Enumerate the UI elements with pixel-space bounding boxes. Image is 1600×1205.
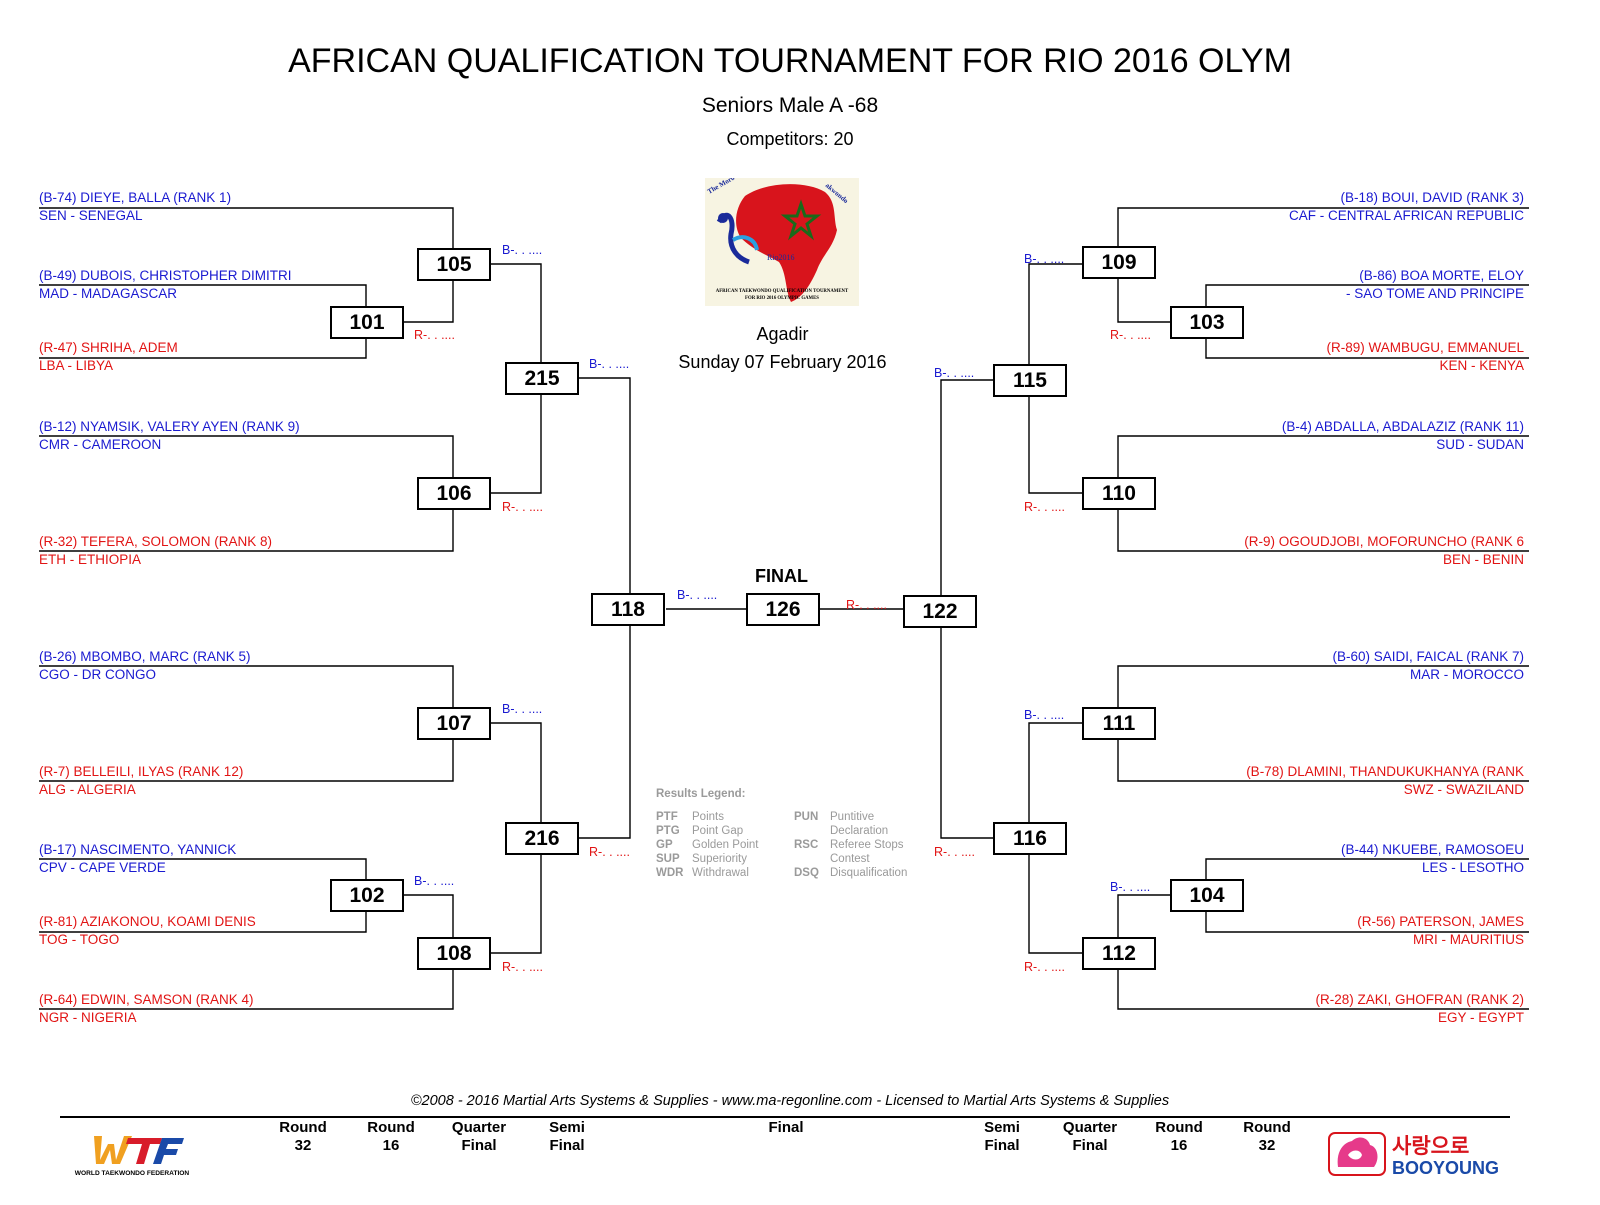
match-109: 109 bbox=[1082, 246, 1156, 279]
logo-caption-2: FOR RIO 2016 OLYMPIC GAMES bbox=[745, 296, 819, 301]
logo-caption-1: AFRICAN TAEKWONDO QUALIFICATION TOURNAME… bbox=[716, 289, 849, 294]
match-118: 118 bbox=[591, 593, 665, 626]
tournament-logo: Rio2016 The Moro akwondo AFRICAN TAEKWON… bbox=[705, 178, 859, 306]
competitor-count: Competitors: 20 bbox=[726, 129, 854, 149]
competitor-left-1: (B-74) DIEYE, BALLA (RANK 1)SEN - SENEGA… bbox=[39, 190, 232, 223]
result-blue-105: B-. . .... bbox=[502, 243, 543, 257]
match-108: 108 bbox=[417, 937, 491, 970]
results-legend-title: Results Legend: bbox=[656, 788, 746, 800]
result-red-103: R-. . .... bbox=[1110, 328, 1151, 342]
final-label: FINAL bbox=[755, 566, 808, 586]
result-red-216: R-. . .... bbox=[589, 845, 630, 859]
booyoung-korean-text: 사랑으로 bbox=[1392, 1134, 1469, 1158]
match-110: 110 bbox=[1082, 477, 1156, 510]
result-red-106: R-. . .... bbox=[502, 500, 543, 514]
competitor-left-10: (R-64) EDWIN, SAMSON (RANK 4)NGR - NIGER… bbox=[39, 992, 254, 1025]
booyoung-name-text: BOOYOUNG bbox=[1392, 1158, 1499, 1177]
match-106: 106 bbox=[417, 477, 491, 510]
match-104: 104 bbox=[1170, 879, 1244, 912]
result-red-110: R-. . .... bbox=[1024, 500, 1065, 514]
result-red-112: R-. . .... bbox=[1024, 960, 1065, 974]
competitor-left-7: (R-7) BELLEILI, ILYAS (RANK 12)ALG - ALG… bbox=[39, 764, 244, 797]
match-103: 103 bbox=[1170, 306, 1244, 339]
competitor-right-4: (B-4) ABDALLA, ABDALAZIZ (RANK 11)SUD - … bbox=[1281, 419, 1524, 452]
result-blue-215: B-. . .... bbox=[589, 357, 630, 371]
match-115: 115 bbox=[993, 364, 1067, 397]
match-112: 112 bbox=[1082, 937, 1156, 970]
result-red-108: R-. . .... bbox=[502, 960, 543, 974]
match-107: 107 bbox=[417, 707, 491, 740]
competitor-right-1: (B-18) BOUI, DAVID (RANK 3)CAF - CENTRAL… bbox=[1288, 190, 1524, 223]
competitor-left-4: (B-12) NYAMSIK, VALERY AYEN (RANK 9)CMR … bbox=[39, 419, 300, 452]
result-blue-118: B-. . .... bbox=[677, 588, 718, 602]
result-blue-109: B-. . .... bbox=[1024, 252, 1065, 266]
wtf-logo: WORLD TAEKWONDO FEDERATION bbox=[75, 1136, 190, 1177]
match-215: 215 bbox=[505, 362, 579, 395]
match-122: 122 bbox=[903, 595, 977, 628]
result-blue-115: B-. . .... bbox=[934, 366, 975, 380]
result-red-116: R-. . .... bbox=[934, 845, 975, 859]
result-red-101: R-. . .... bbox=[414, 328, 455, 342]
competitor-right-10: (R-28) ZAKI, GHOFRAN (RANK 2)EGY - EGYPT bbox=[1315, 992, 1524, 1025]
event-date: Sunday 07 February 2016 bbox=[678, 352, 887, 372]
match-105: 105 bbox=[417, 248, 491, 281]
match-126-final: 126 bbox=[746, 593, 820, 626]
wtf-logo-text: WORLD TAEKWONDO FEDERATION bbox=[75, 1170, 190, 1177]
result-blue-107: B-. . .... bbox=[502, 702, 543, 716]
competitor-left-5: (R-32) TEFERA, SOLOMON (RANK 8)ETH - ETH… bbox=[39, 534, 273, 567]
category-title: Seniors Male A -68 bbox=[701, 94, 879, 117]
match-101: 101 bbox=[330, 306, 404, 339]
result-red-126: R-. . .... bbox=[846, 598, 887, 612]
competitor-right-2: (B-86) BOA MORTE, ELOY- SAO TOME AND PRI… bbox=[1345, 268, 1524, 301]
match-116: 116 bbox=[993, 822, 1067, 855]
round-label-final: Final bbox=[768, 1119, 804, 1136]
tournament-title: AFRICAN QUALIFICATION TOURNAMENT FOR RIO… bbox=[288, 42, 1292, 80]
match-102: 102 bbox=[330, 879, 404, 912]
copyright-notice: ©2008 - 2016 Martial Arts Systems & Supp… bbox=[410, 1093, 1170, 1109]
result-blue-104: B-. . .... bbox=[1110, 880, 1151, 894]
booyoung-logo: 사랑으로 BOOYOUNG bbox=[1328, 1132, 1499, 1177]
match-216: 216 bbox=[505, 822, 579, 855]
result-blue-102: B-. . .... bbox=[414, 874, 455, 888]
venue-city: Agadir bbox=[756, 324, 809, 344]
result-blue-111: B-. . .... bbox=[1024, 708, 1065, 722]
match-111: 111 bbox=[1082, 707, 1156, 740]
footer-divider bbox=[60, 1116, 1510, 1118]
competitor-left-6: (B-26) MBOMBO, MARC (RANK 5)CGO - DR CON… bbox=[39, 649, 251, 682]
competitor-right-6: (B-60) SAIDI, FAICAL (RANK 7)MAR - MOROC… bbox=[1332, 649, 1524, 682]
rio-2016-logo-text: Rio2016 bbox=[767, 253, 795, 262]
